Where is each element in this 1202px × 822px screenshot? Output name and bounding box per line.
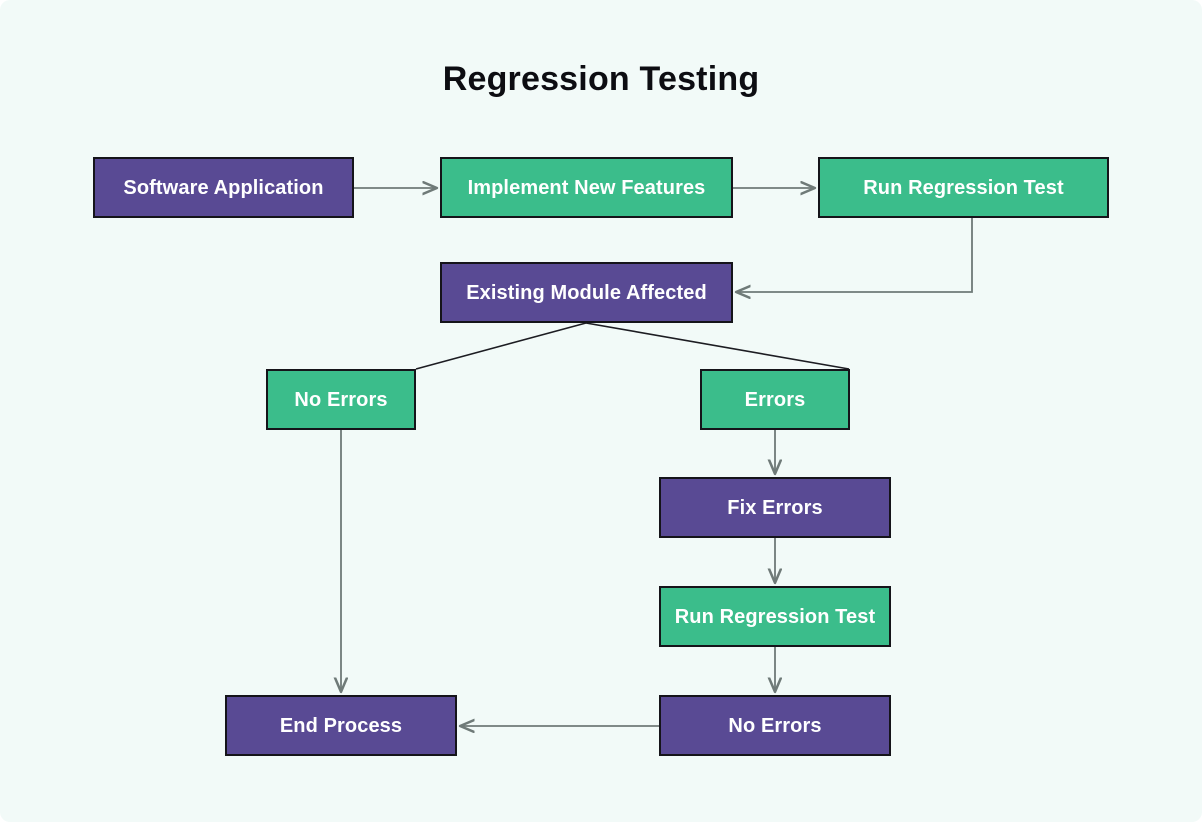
node-label: Fix Errors xyxy=(727,496,823,519)
node-label: Errors xyxy=(744,388,806,411)
node-errors[interactable]: Errors xyxy=(700,369,850,430)
node-fix-errors[interactable]: Fix Errors xyxy=(659,477,891,538)
node-no-errors-left[interactable]: No Errors xyxy=(266,369,416,430)
edge-existing-module-affected-to-errors xyxy=(585,322,850,370)
node-end-process[interactable]: End Process xyxy=(225,695,457,756)
node-label: Existing Module Affected xyxy=(466,281,707,304)
node-implement-new-features[interactable]: Implement New Features xyxy=(440,157,733,218)
node-no-errors-bottom[interactable]: No Errors xyxy=(659,695,891,756)
node-label: Run Regression Test xyxy=(674,605,876,628)
node-label: Implement New Features xyxy=(467,176,706,199)
node-label: Software Application xyxy=(123,176,324,199)
node-label: End Process xyxy=(279,714,403,737)
node-run-regression-test-bottom[interactable]: Run Regression Test xyxy=(659,586,891,647)
node-run-regression-test-top[interactable]: Run Regression Test xyxy=(818,157,1109,218)
edge-existing-module-affected-to-no-errors xyxy=(415,322,587,370)
page-title: Regression Testing xyxy=(442,60,760,98)
node-label: No Errors xyxy=(294,388,388,411)
node-label: No Errors xyxy=(728,714,822,737)
node-software-application[interactable]: Software Application xyxy=(93,157,354,218)
node-label: Run Regression Test xyxy=(863,176,1064,199)
edge-run-regression-test-to-existing-module-affected xyxy=(737,218,973,292)
node-existing-module-affected[interactable]: Existing Module Affected xyxy=(440,262,733,323)
